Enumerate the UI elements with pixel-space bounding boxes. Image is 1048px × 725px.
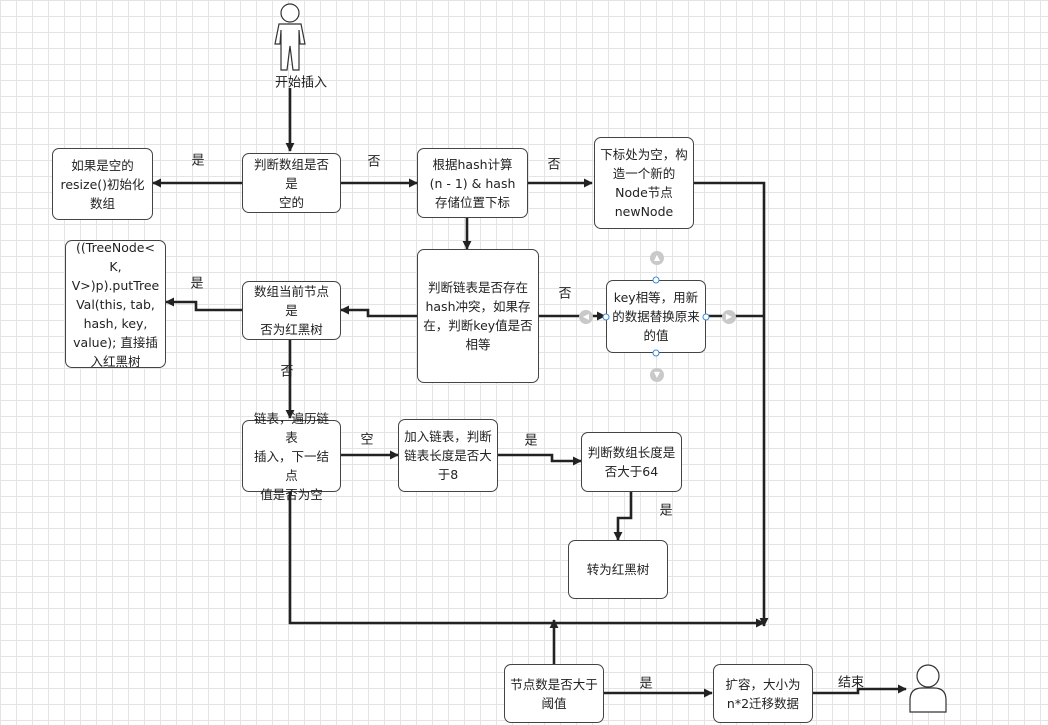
- chevron-down-icon[interactable]: ▼: [650, 368, 664, 382]
- edge-label-tree-no: 否: [280, 364, 294, 380]
- start-label: 开始插入: [274, 75, 328, 91]
- edge-new-node-to-bottom: [694, 181, 769, 627]
- edge-collision-to-is-tree: [340, 305, 417, 318]
- node-is-tree-node[interactable]: 数组当前节点是 否为红黑树: [242, 281, 341, 340]
- edge-label-end: 结束: [837, 675, 865, 691]
- selection-handle-bottom[interactable]: [652, 349, 660, 357]
- edge-label-next-empty: 空: [360, 432, 374, 448]
- node-calc-index[interactable]: 根据hash计算 (n - 1) & hash 存储位置下标: [417, 148, 528, 218]
- node-check-len64[interactable]: 判断数组长度是 否大于64: [581, 432, 682, 492]
- edge-label-collision-no: 否: [558, 286, 572, 302]
- node-new-node[interactable]: 下标处为空，构 造一个新的 Node节点 newNode: [594, 137, 694, 229]
- edges: [152, 88, 907, 698]
- edge-label-tree-yes: 是: [190, 276, 204, 292]
- end-actor-icon: [909, 664, 947, 713]
- chevron-up-icon[interactable]: ▲: [650, 251, 664, 265]
- edge-traverse-to-merge-line: [288, 492, 765, 628]
- selection-handle-left[interactable]: [602, 313, 610, 321]
- edge-label-threshold-yes: 是: [639, 676, 653, 692]
- edge-is-tree-to-put-tree-val: [165, 297, 242, 312]
- node-resize-migrate[interactable]: 扩容，大小为 n*2迁移数据: [713, 664, 813, 723]
- node-traverse-list[interactable]: 链表，遍历链表 插入，下一结点 值是否为空: [242, 411, 341, 502]
- chevron-right-icon[interactable]: ▶: [722, 310, 736, 324]
- chevron-left-icon[interactable]: ◀: [579, 310, 593, 324]
- node-put-tree-val[interactable]: ((TreeNode<K, V>)p).putTree Val(this, ta…: [65, 240, 166, 369]
- node-to-rbtree[interactable]: 转为红黑树: [568, 540, 668, 599]
- edge-label-len64-yes: 是: [659, 503, 673, 519]
- node-threshold[interactable]: 节点数是否大于 阈值: [504, 664, 604, 723]
- edge-label-empty-no: 否: [367, 154, 381, 170]
- edge-append-to-len64: [498, 453, 582, 466]
- edge-resize-migrate-to-end: [813, 684, 907, 695]
- edge-len64-to-rbtree: [613, 492, 633, 541]
- node-check-empty[interactable]: 判断数组是否是 空的: [242, 153, 341, 213]
- node-check-collision[interactable]: 判断链表是否存在 hash冲突，如果存 在，判断key值是否 相等: [417, 249, 539, 383]
- edge-label-len8-yes: 是: [524, 433, 538, 449]
- start-actor-icon: [274, 3, 306, 71]
- selection-handle-right[interactable]: [702, 313, 710, 321]
- node-resize-init[interactable]: 如果是空的 resize()初始化 数组: [52, 148, 153, 220]
- edge-label-empty-yes: 是: [191, 153, 205, 169]
- edge-label-index-no: 否: [547, 157, 561, 173]
- node-append-list[interactable]: 加入链表，判断 链表长度是否大 于8: [398, 419, 498, 492]
- selection-handle-top[interactable]: [652, 276, 660, 284]
- node-replace-value[interactable]: key相等，用新 的数据替换原来 的值: [606, 280, 706, 353]
